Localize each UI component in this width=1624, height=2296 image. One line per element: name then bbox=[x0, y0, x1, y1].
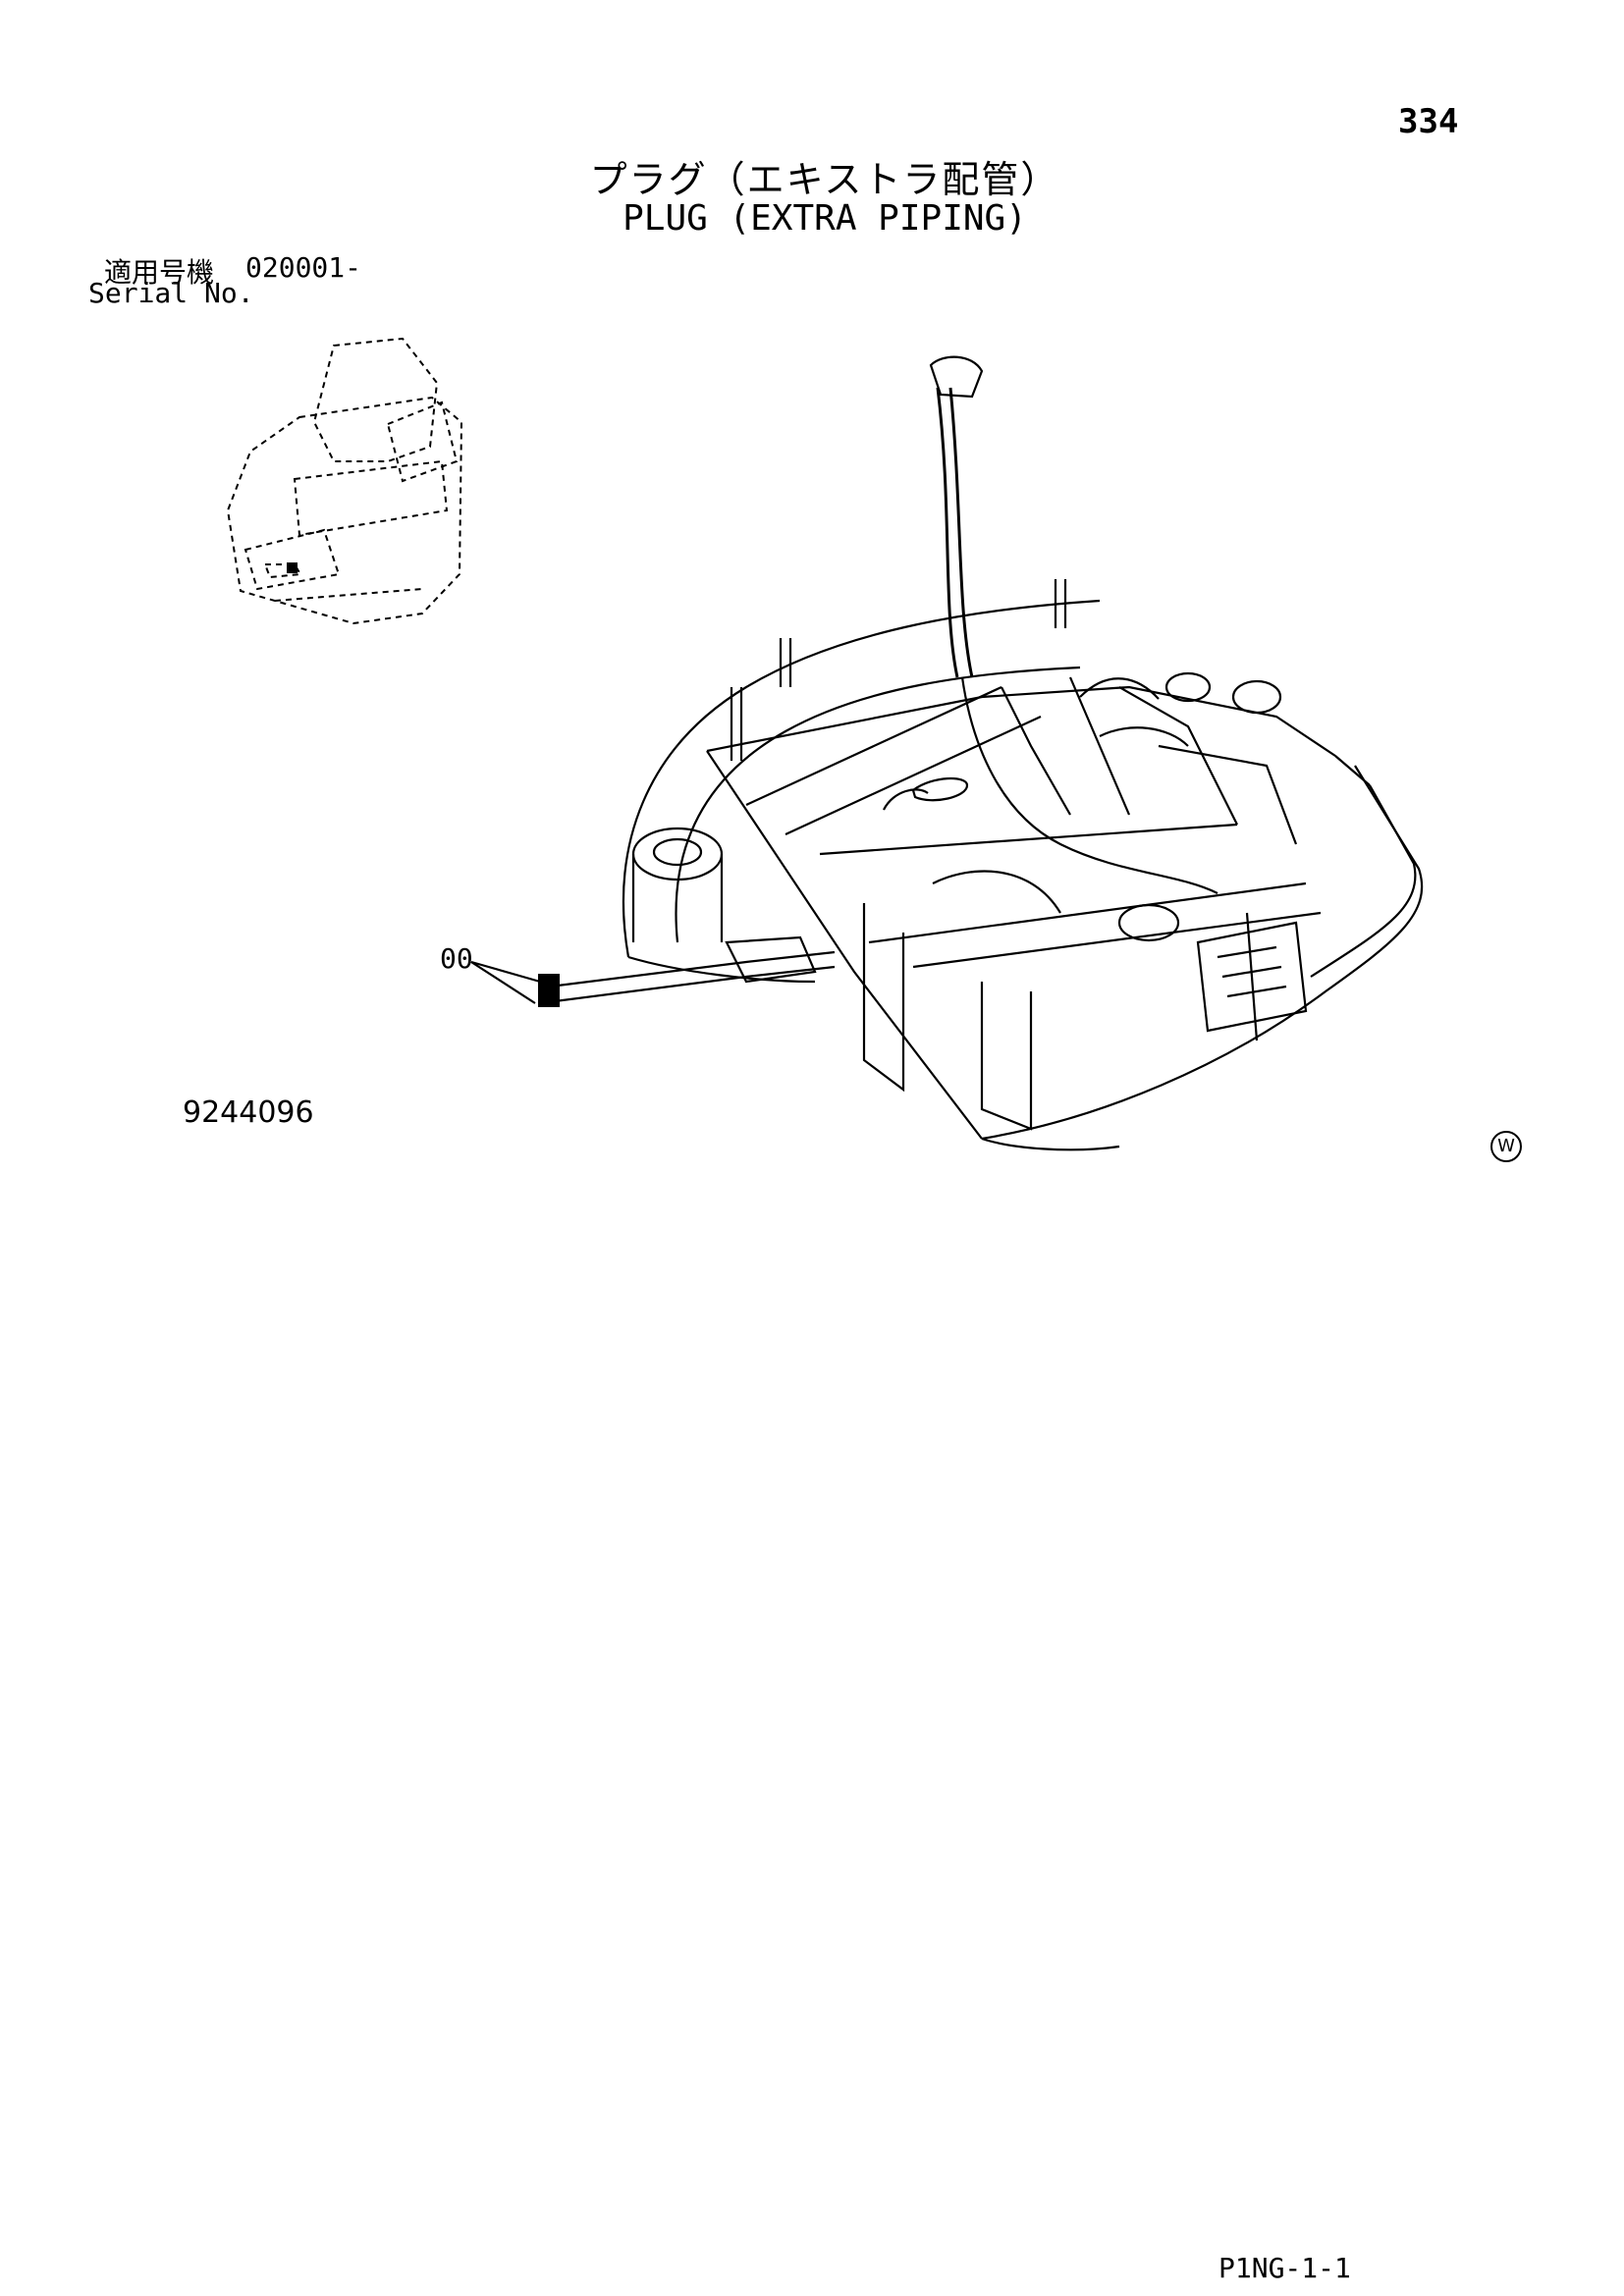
serial-label-english: Serial No. bbox=[88, 277, 254, 309]
title-english: PLUG (EXTRA PIPING) bbox=[623, 198, 1027, 239]
page-number: 334 bbox=[1398, 102, 1459, 141]
plug-part bbox=[538, 974, 560, 1007]
serial-label-japanese: 適用号機 bbox=[104, 256, 215, 289]
seat-icon bbox=[226, 337, 463, 625]
page-code: P1NG-1-1 bbox=[1218, 2252, 1351, 2284]
drawing-number: 9244096 bbox=[183, 1095, 314, 1130]
excavator-frame-illustration bbox=[470, 355, 1424, 1151]
title-japanese: プラグ（エキストラ配管） bbox=[589, 158, 1060, 201]
w-mark-icon: W bbox=[1490, 1131, 1522, 1162]
serial-value: 020001- bbox=[245, 251, 362, 284]
callout-label: 00 bbox=[440, 942, 473, 975]
seat-plug-marker bbox=[287, 562, 298, 573]
